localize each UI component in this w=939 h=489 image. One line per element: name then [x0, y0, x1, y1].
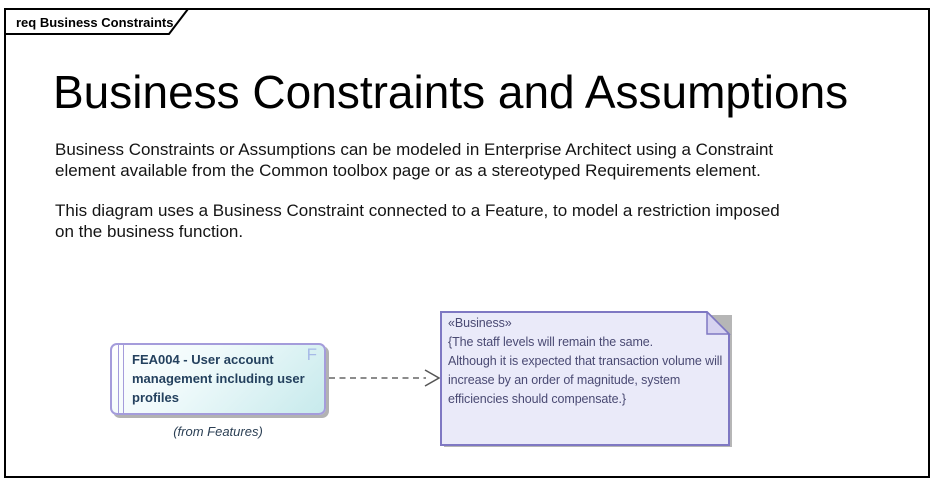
business-constraint-note[interactable]: «Business» {The staff levels will remain… — [440, 311, 734, 450]
note-shape — [440, 311, 732, 447]
feature-name: FEA004 - User account management includi… — [132, 352, 305, 405]
diagram-frame: req Business Constraints — [4, 8, 930, 478]
feature-element-fea004[interactable]: F FEA004 - User account management inclu… — [110, 343, 326, 415]
feature-left-border-line — [123, 345, 124, 413]
note-fold-corner-icon — [706, 311, 731, 335]
description-paragraph: This diagram uses a Business Constraint … — [55, 201, 780, 241]
intro-paragraph: Business Constraints or Assumptions can … — [55, 140, 774, 180]
note-stereotype: «Business» — [448, 316, 512, 330]
note-text-block: «Business» {The staff levels will remain… — [448, 314, 726, 409]
frame-name-tab: req Business Constraints — [4, 8, 191, 35]
feature-package-caption: (from Features) — [173, 424, 263, 439]
note-body-shape — [440, 311, 730, 446]
feature-left-border-line — [118, 345, 119, 413]
note-constraint-text: {The staff levels will remain the same. … — [448, 335, 723, 406]
page-title: Business Constraints and Assumptions — [53, 66, 849, 118]
frame-tab-shape — [4, 8, 191, 35]
feature-type-letter-icon: F — [306, 345, 317, 364]
dependency-connector[interactable] — [328, 366, 444, 390]
frame-tab-label: req Business Constraints — [16, 15, 174, 30]
connector-open-arrowhead-icon — [424, 369, 441, 387]
